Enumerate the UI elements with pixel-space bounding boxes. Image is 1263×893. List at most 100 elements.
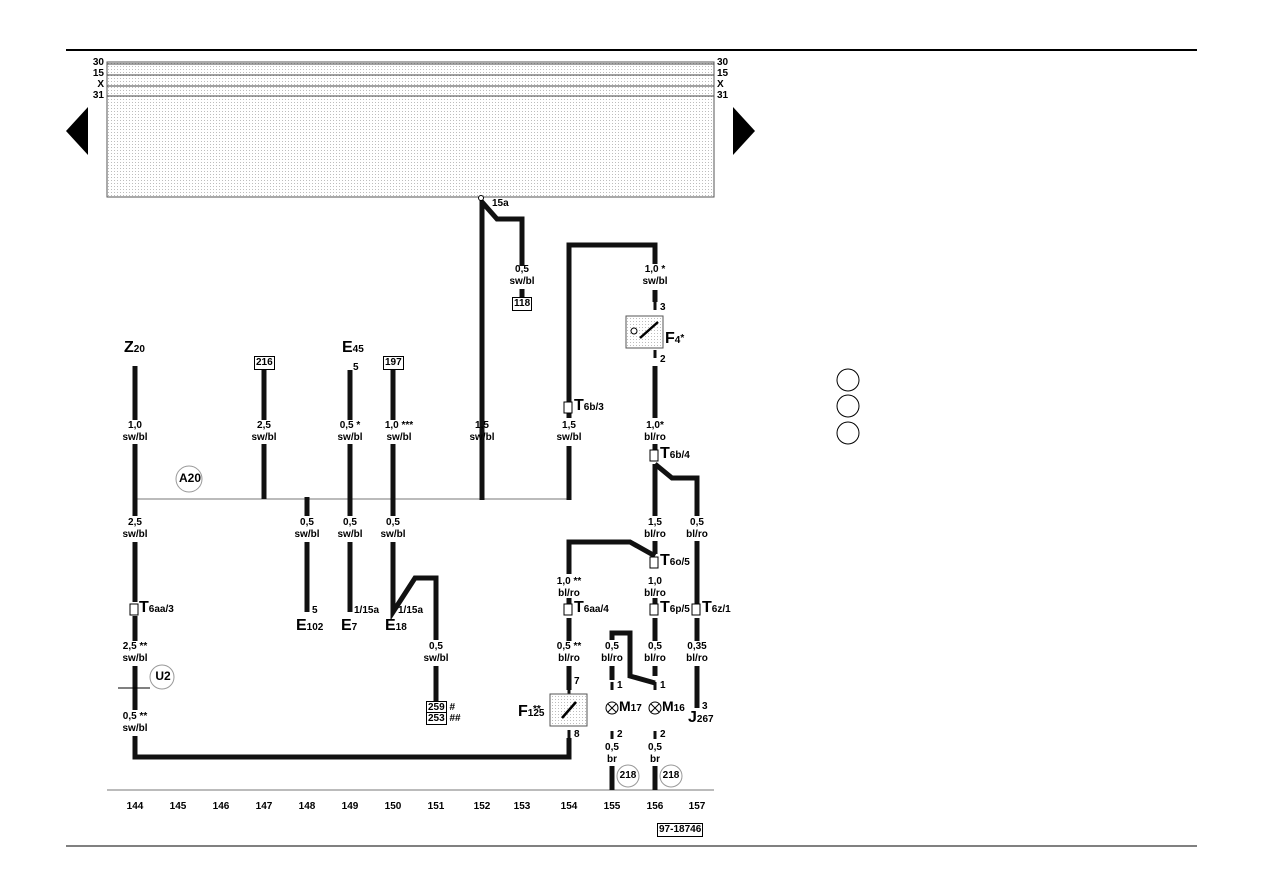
pin-dashes: [567, 302, 657, 739]
next-page-button[interactable]: [733, 107, 755, 155]
lamp-m16-icon: [648, 701, 662, 715]
connector-t6p5-sub: 6p/5: [669, 604, 690, 615]
prev-page-button[interactable]: [66, 107, 88, 155]
e102-pin: 5: [312, 605, 318, 616]
m16-pin2: 2: [660, 729, 666, 740]
track-number: 151: [427, 801, 445, 812]
wire-size: 0,5 *: [339, 420, 361, 431]
connector-t6b3-letter: T: [574, 397, 584, 414]
component-e102-sub: 102: [306, 622, 324, 633]
component-m17-sub: 17: [630, 703, 642, 714]
wire-color: bl/ro: [558, 588, 580, 599]
component-j267-sub: 267: [696, 714, 714, 725]
rail-label-right-x: X: [717, 79, 724, 90]
u2-ring: [149, 664, 175, 690]
wire-color: sw/bl: [294, 529, 320, 540]
ref-218-b[interactable]: 218: [662, 770, 680, 781]
wire-color: br: [607, 754, 617, 765]
wire-label: 1,0*bl/ro: [630, 420, 680, 444]
document-id: 97-18746: [657, 823, 704, 837]
connector-t6aa3: T6aa/3: [139, 600, 174, 616]
wire-size: 2,5: [128, 517, 142, 528]
wire-color: sw/bl: [337, 529, 363, 540]
wire-size: 1,0 ***: [384, 420, 414, 431]
wire-size: 0,5: [429, 641, 443, 652]
component-m16: M16: [662, 699, 685, 715]
ref-259[interactable]: 259: [426, 701, 447, 714]
wire-size: 0,5: [648, 742, 662, 753]
track-number: 156: [646, 801, 664, 812]
rail-label-right-15: 15: [717, 68, 729, 79]
component-f125-sub: 125: [527, 708, 545, 719]
component-z20-letter: Z: [124, 339, 134, 356]
component-j267: J267: [688, 709, 714, 726]
f125-mark: **: [533, 704, 541, 715]
wire-color: sw/bl: [380, 529, 406, 540]
wire-size: 1,5: [475, 420, 489, 431]
wire-154-b: [566, 539, 657, 574]
wire-156-jog: [609, 630, 656, 686]
wire-size: 0,5: [386, 517, 400, 528]
component-f125: F125: [518, 703, 545, 720]
wire-color: bl/ro: [686, 653, 708, 664]
wire-size: 0,5: [605, 641, 619, 652]
track-number: 144: [126, 801, 144, 812]
track-number: 152: [473, 801, 491, 812]
switch-f125-lever: [561, 701, 577, 719]
ref-218-a[interactable]: 218: [619, 770, 637, 781]
connector-t6p5: T6p/5: [660, 600, 690, 616]
wire-label: 0,5 **sw/bl: [110, 711, 160, 735]
component-e45-letter: E: [342, 339, 353, 356]
wire-size: 1,5: [562, 420, 576, 431]
legend-circle-3: [836, 421, 860, 445]
f4-pin2: 2: [660, 354, 666, 365]
wire-color: sw/bl: [122, 723, 148, 734]
component-f125-letter: F: [518, 703, 528, 720]
wire-label: 0,5 *sw/bl: [325, 420, 375, 444]
wire-color: bl/ro: [686, 529, 708, 540]
wire-size: 2,5: [257, 420, 271, 431]
component-e7-letter: E: [341, 617, 352, 634]
ref-216[interactable]: 216: [254, 356, 275, 370]
rail-label-right-31: 31: [717, 90, 729, 101]
junction-15a: [478, 195, 484, 201]
legend-circle-2: [836, 394, 860, 418]
track-number: 146: [212, 801, 230, 812]
track-number: 157: [688, 801, 706, 812]
wire-154-loop: [566, 242, 658, 418]
connector-t6aa4: T6aa/4: [574, 600, 609, 616]
connector-icons: [129, 401, 701, 616]
wire-color: sw/bl: [423, 653, 449, 664]
wire-size: 0,5: [648, 641, 662, 652]
ref-197[interactable]: 197: [383, 356, 404, 370]
wire-color: sw/bl: [642, 276, 668, 287]
m17-pin1: 1: [617, 680, 623, 691]
rail-label-left-x: X: [97, 79, 104, 90]
ref-259-row: 259 #: [426, 701, 455, 714]
wire-size: 1,0 **: [556, 576, 582, 587]
ref-118[interactable]: 118: [512, 297, 533, 311]
rail-label-left-30: 30: [92, 57, 104, 68]
connector-t6z1-letter: T: [702, 599, 712, 616]
wire-label: 0,5 **bl/ro: [544, 641, 594, 665]
rail-label-left-31: 31: [92, 90, 104, 101]
rail-label-right-30: 30: [717, 57, 729, 68]
component-j267-letter: J: [688, 709, 697, 726]
track-number: 149: [341, 801, 359, 812]
connector-t6o5: T6o/5: [660, 553, 690, 569]
wire-color: bl/ro: [644, 588, 666, 599]
lamp-m17-icon: [605, 701, 619, 715]
wire-size: 1,0: [648, 576, 662, 587]
wire-label: 1,0 *sw/bl: [630, 264, 680, 288]
ref-253-mark: ##: [449, 713, 461, 724]
component-u2: U2: [155, 669, 171, 683]
component-e102: E102: [296, 618, 324, 634]
ref-253[interactable]: 253: [426, 712, 447, 725]
connector-t6b3: T6b/3: [574, 397, 604, 414]
relay-panel: [106, 61, 715, 198]
track-number: 145: [169, 801, 187, 812]
